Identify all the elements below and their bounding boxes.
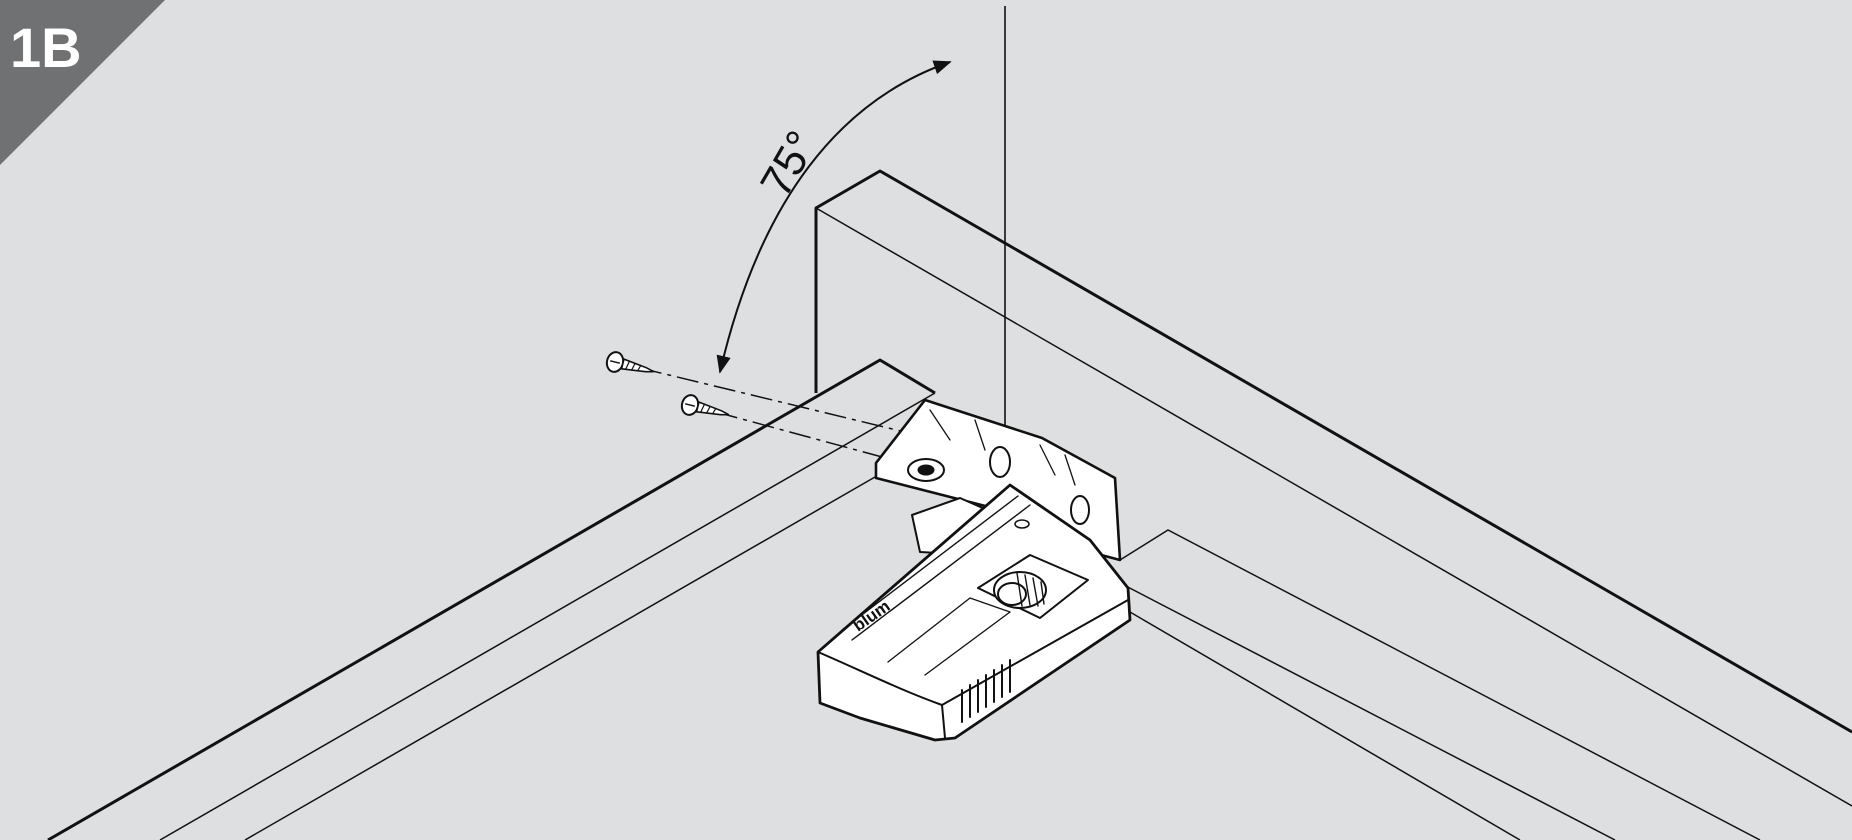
screw-icon <box>605 351 655 373</box>
hinge-arm-body <box>816 483 1132 742</box>
angle-label: 75° <box>751 123 827 205</box>
curved-double-arrow-icon <box>716 60 952 374</box>
hinge-icon: blum <box>816 398 1132 742</box>
screw-icon <box>680 394 730 416</box>
step-badge: 1B <box>0 0 165 165</box>
cabinet-bottom-panel <box>47 358 936 840</box>
step-number: 1B <box>10 16 82 79</box>
door-panel-edge <box>1119 529 1761 840</box>
